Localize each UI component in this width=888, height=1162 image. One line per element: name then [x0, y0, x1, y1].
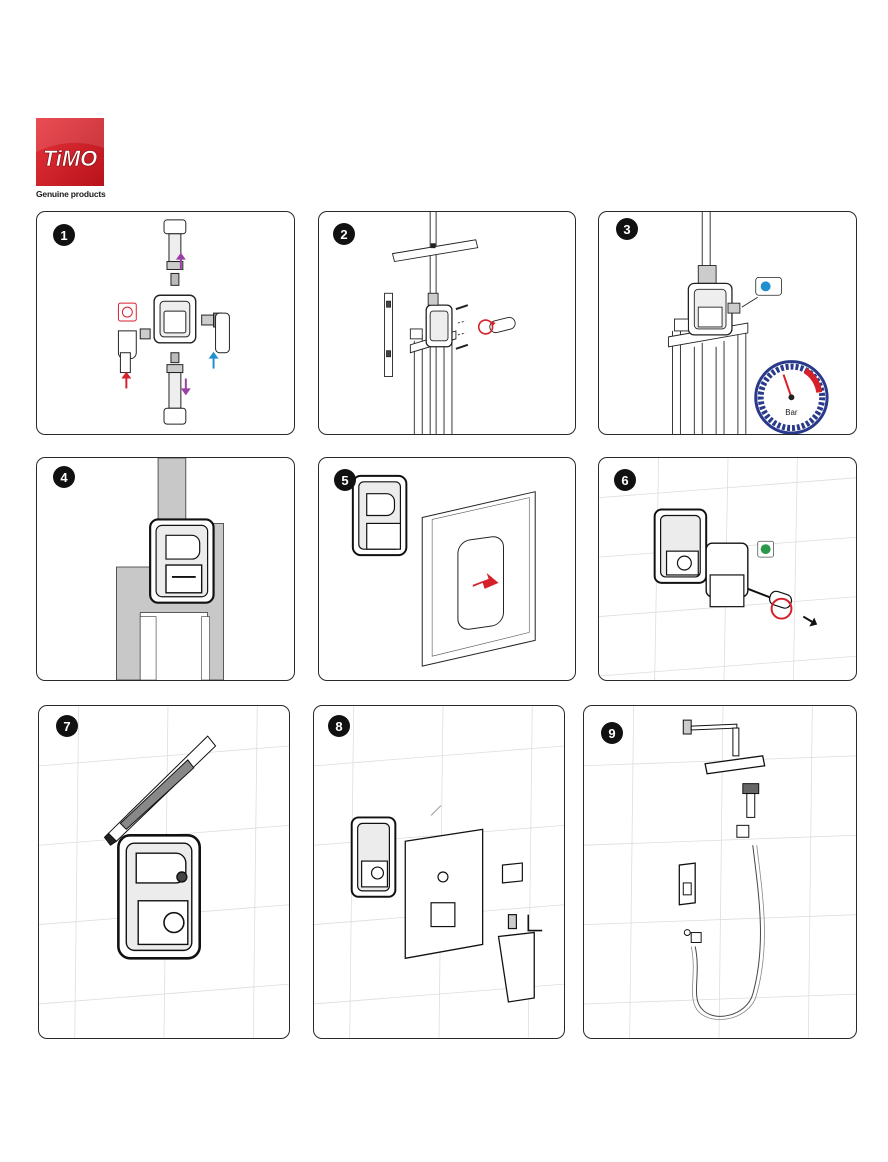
step-1-illustration [117, 219, 230, 425]
step-4-badge: 4 [53, 466, 75, 488]
step-4-illustration [116, 458, 224, 680]
step-1-badge: 1 [53, 224, 75, 246]
step-2-panel: 2 [318, 211, 576, 435]
brand-logo-mark: TiMO [36, 118, 104, 186]
brand-logo: TiMO Genuine products [36, 118, 106, 199]
step-5-illustration [351, 474, 536, 667]
step-8-illustration [314, 706, 564, 1038]
step-9-badge: 9 [601, 722, 623, 744]
brand-tagline: Genuine products [36, 189, 106, 199]
step-7-badge: 7 [56, 715, 78, 737]
step-9-panel: 9 [583, 705, 857, 1039]
step-1-panel: 1 [36, 211, 295, 435]
gauge-unit: Bar [785, 408, 798, 417]
step-5-panel: 5 [318, 457, 576, 681]
step-5-badge: 5 [334, 469, 356, 491]
step-3-illustration: Bar [668, 212, 829, 434]
step-8-panel: 8 [313, 705, 565, 1039]
step-9-illustration [584, 706, 856, 1038]
step-6-illustration [599, 458, 856, 680]
step-8-badge: 8 [328, 715, 350, 737]
step-2-badge: 2 [333, 223, 355, 245]
step-4-panel: 4 [36, 457, 295, 681]
step-3-badge: 3 [616, 218, 638, 240]
brand-wordmark: TiMO [43, 146, 98, 171]
step-3-panel: 3 Bar [598, 211, 857, 435]
step-7-illustration [39, 706, 289, 1038]
step-7-panel: 7 [38, 705, 290, 1039]
step-6-panel: 6 [598, 457, 857, 681]
step-2-illustration [384, 212, 516, 434]
step-6-badge: 6 [614, 469, 636, 491]
pressure-gauge: Bar [754, 360, 829, 434]
